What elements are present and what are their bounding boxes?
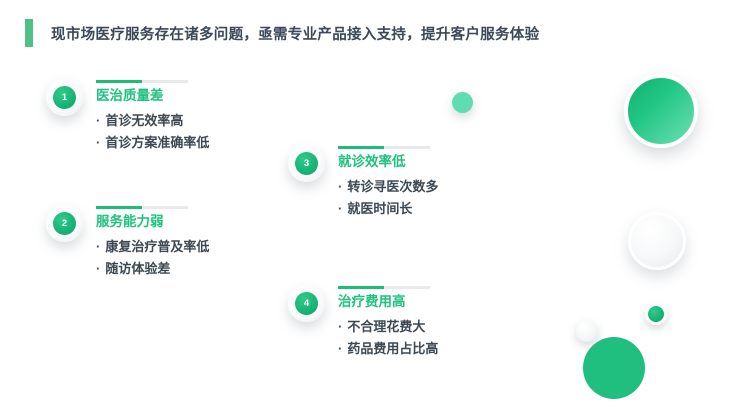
problem-title-3: 就诊效率低 — [338, 154, 406, 169]
problem-body-2: 服务能力弱 · 康复治疗普及率低 · 随访体验差 — [96, 205, 209, 275]
title-rule-rest-3 — [384, 146, 430, 149]
list-item: · 首诊方案准确率低 — [96, 136, 209, 149]
bullet-marker-icon: · — [338, 178, 343, 194]
green-sphere-small-icon — [645, 303, 667, 325]
bullet-text: 首诊方案准确率低 — [105, 134, 210, 150]
bullet-marker-icon: · — [96, 134, 101, 150]
list-item: · 转诊寻医次数多 — [338, 180, 438, 193]
list-item: · 随访体验差 — [96, 262, 209, 275]
problem-body-3: 就诊效率低 · 转诊寻医次数多 · 就医时间长 — [338, 145, 438, 215]
bullet-text: 康复治疗普及率低 — [105, 238, 210, 254]
bullet-marker-icon: · — [338, 318, 343, 334]
bullet-text: 就医时间长 — [347, 200, 413, 216]
white-circle-small-icon — [576, 320, 598, 342]
title-rule-fill-1 — [96, 80, 142, 83]
title-rule-fill-3 — [338, 146, 384, 149]
problem-block-2: 2 服务能力弱 · 康复治疗普及率低 · 随访体验差 — [46, 205, 209, 275]
problem-body-1: 医治质量差 · 首诊无效率高 · 首诊方案准确率低 — [96, 79, 209, 149]
list-item: · 不合理花费大 — [338, 320, 438, 333]
bullet-text: 首诊无效率高 — [105, 112, 184, 128]
title-rule-rest-1 — [142, 80, 188, 83]
title-rule-rest-4 — [384, 286, 430, 289]
problem-number-badge-4: 4 — [288, 285, 325, 322]
title-rule-3 — [338, 146, 430, 149]
problem-body-4: 治疗费用高 · 不合理花费大 · 药品费用占比高 — [338, 285, 438, 355]
bullet-text: 药品费用占比高 — [347, 340, 439, 356]
problem-block-4: 4 治疗费用高 · 不合理花费大 · 药品费用占比高 — [288, 285, 438, 355]
list-item: · 就医时间长 — [338, 202, 438, 215]
title-rule-2 — [96, 206, 188, 209]
problem-number-1: 1 — [53, 86, 76, 109]
list-item: · 康复治疗普及率低 — [96, 240, 209, 253]
problem-bullets-4: · 不合理花费大 · 药品费用占比高 — [338, 320, 438, 355]
title-rule-4 — [338, 286, 430, 289]
bullet-marker-icon: · — [338, 200, 343, 216]
bullet-marker-icon: · — [96, 112, 101, 128]
mint-circle-small-icon — [452, 92, 473, 113]
title-rule-1 — [96, 80, 188, 83]
problem-number-4: 4 — [295, 292, 318, 315]
problem-number-3: 3 — [295, 152, 318, 175]
bullet-text: 不合理花费大 — [347, 318, 426, 334]
problem-bullets-3: · 转诊寻医次数多 · 就医时间长 — [338, 180, 438, 215]
problem-title-4: 治疗费用高 — [338, 294, 406, 309]
bullet-marker-icon: · — [96, 260, 101, 276]
problem-title-2: 服务能力弱 — [96, 214, 164, 229]
list-item: · 药品费用占比高 — [338, 342, 438, 355]
problem-number-badge-1: 1 — [46, 79, 83, 116]
problem-bullets-1: · 首诊无效率高 · 首诊方案准确率低 — [96, 114, 209, 149]
problem-number-2: 2 — [53, 212, 76, 235]
title-rule-fill-2 — [96, 206, 142, 209]
title-rule-rest-2 — [142, 206, 188, 209]
bullet-text: 随访体验差 — [105, 260, 171, 276]
slide-header: 现市场医疗服务存在诸多问题，亟需专业产品接入支持，提升客户服务体验 — [25, 19, 539, 47]
bullet-marker-icon: · — [338, 340, 343, 356]
problem-block-1: 1 医治质量差 · 首诊无效率高 · 首诊方案准确率低 — [46, 79, 209, 149]
problem-title-1: 医治质量差 — [96, 88, 164, 103]
header-accent-bar — [25, 19, 33, 47]
page-title: 现市场医疗服务存在诸多问题，亟需专业产品接入支持，提升客户服务体验 — [51, 26, 540, 43]
problem-number-badge-3: 3 — [288, 145, 325, 182]
list-item: · 首诊无效率高 — [96, 114, 209, 127]
bullet-marker-icon: · — [96, 238, 101, 254]
problem-block-3: 3 就诊效率低 · 转诊寻医次数多 · 就医时间长 — [288, 145, 438, 215]
problem-number-badge-2: 2 — [46, 205, 83, 242]
bullet-text: 转诊寻医次数多 — [347, 178, 439, 194]
green-circle-flat-icon — [583, 337, 645, 399]
white-sphere-medium-icon — [628, 212, 686, 270]
green-gradient-sphere-large-icon — [624, 74, 698, 148]
problem-bullets-2: · 康复治疗普及率低 · 随访体验差 — [96, 240, 209, 275]
title-rule-fill-4 — [338, 286, 384, 289]
